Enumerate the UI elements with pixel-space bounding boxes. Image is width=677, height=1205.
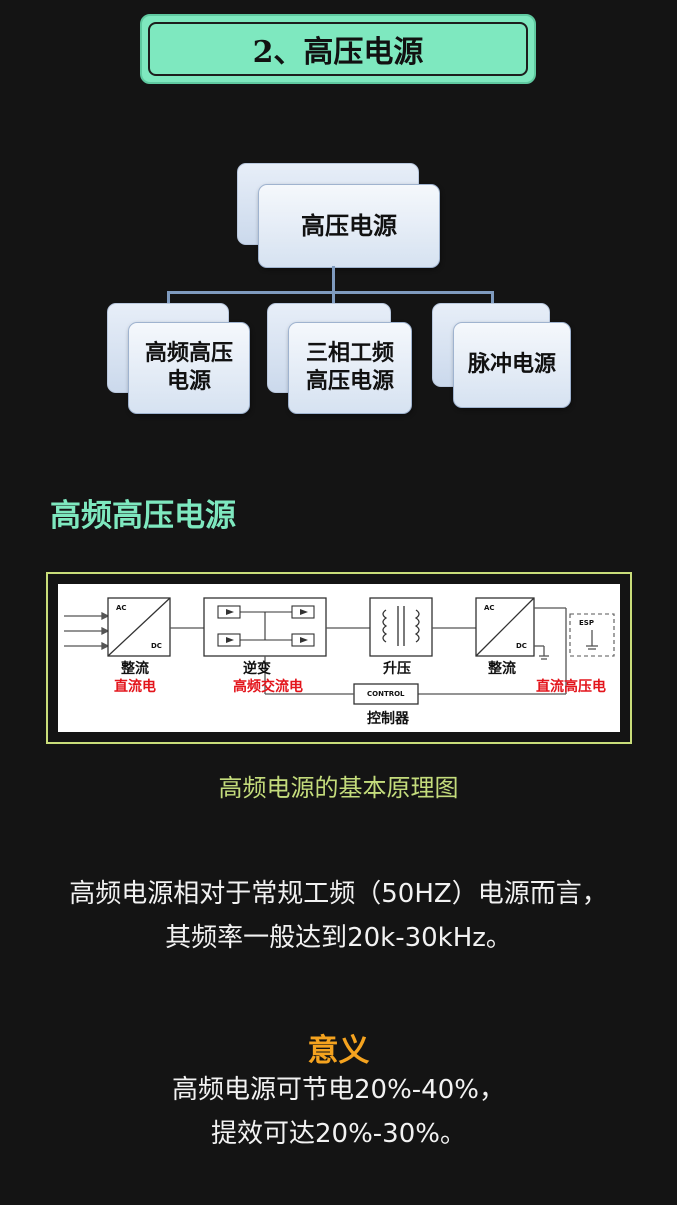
connector-horizontal: [167, 291, 494, 294]
child-box-pulse: 脉冲电源: [453, 322, 571, 408]
child-label: 脉冲电源: [467, 352, 556, 377]
child-label-line2: 高压电源: [305, 369, 394, 394]
child-box-three-phase: 三相工频 高压电源: [288, 322, 412, 414]
diagram-caption: 高频电源的基本原理图: [218, 774, 459, 802]
connector-root: [332, 266, 335, 292]
child-label-line1: 三相工频: [305, 341, 394, 366]
child-label-line2: 电源: [166, 369, 211, 394]
body-line-2: 其频率一般达到20k-30kHz。: [165, 923, 512, 953]
dc-label: DC: [516, 642, 527, 650]
root-label: 高压电源: [301, 212, 397, 240]
dc-label: DC: [151, 642, 162, 650]
child-box-high-frequency: 高频高压 电源: [128, 322, 250, 414]
block-label-rectifier: 整流: [121, 661, 149, 677]
control-box-label: CONTROL: [367, 690, 405, 698]
block-sub-dc: 直流电: [114, 679, 156, 695]
ac-label: AC: [116, 604, 127, 612]
block-label-inverter: 逆变: [243, 661, 271, 677]
connector-right: [491, 291, 494, 303]
block-label-rectifier-2: 整流: [488, 661, 516, 677]
controller-label: 控制器: [367, 711, 409, 727]
block-diagram: AC DC AC DC ESP CONTROL 整流 直流电 逆变 高频交流电 …: [46, 572, 632, 744]
meaning-line-1: 高频电源可节电20%-40%，: [172, 1075, 505, 1105]
block-diagram-lines: [64, 597, 615, 705]
body-line-1: 高频电源相对于常规工频（50HZ）电源而言，: [69, 879, 608, 909]
connector-left: [167, 291, 170, 303]
section-heading: 高频高压电源: [50, 498, 236, 534]
title-banner: 2、高压电源: [140, 14, 536, 84]
block-diagram-canvas: AC DC AC DC ESP CONTROL 整流 直流电 逆变 高频交流电 …: [58, 584, 620, 732]
root-box: 高压电源: [258, 184, 440, 268]
meaning-title: 意义: [307, 1033, 370, 1069]
connector-middle: [332, 291, 335, 303]
block-label-step-up: 升压: [383, 661, 411, 677]
meaning-line-2: 提效可达20%-30%。: [211, 1119, 466, 1149]
page-title: 2、高压电源: [148, 22, 528, 76]
block-sub-hf-ac: 高频交流电: [233, 679, 303, 695]
child-label-line1: 高频高压: [144, 341, 233, 366]
esp-label: ESP: [579, 619, 594, 627]
block-sub-dc-hv: 直流高压电: [536, 679, 606, 695]
ac-label: AC: [484, 604, 495, 612]
